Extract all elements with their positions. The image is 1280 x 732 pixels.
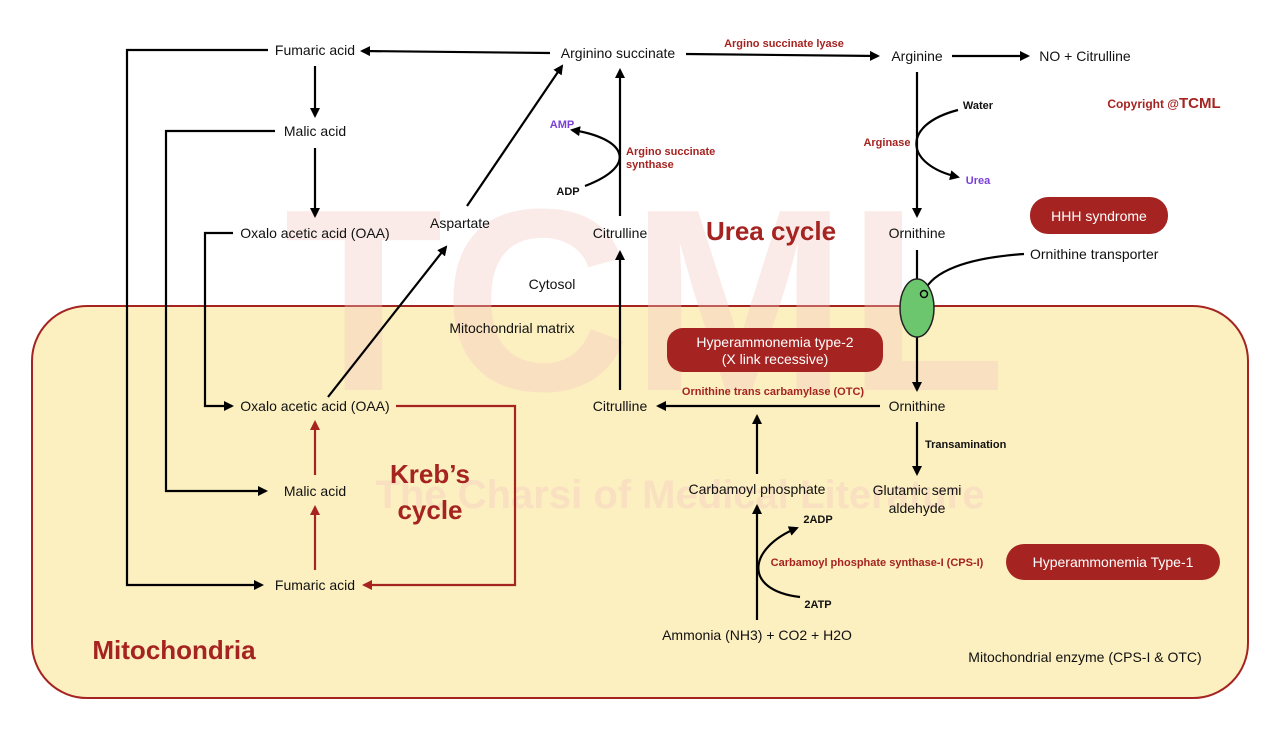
- glutamic-semi: Glutamic semi: [873, 482, 962, 498]
- transamination-label: Transamination: [925, 439, 1007, 451]
- adp-label: ADP: [556, 186, 579, 198]
- fumaric-acid-top: Fumaric acid: [275, 42, 355, 58]
- ammonia: Ammonia (NH3) + CO2 + H2O: [662, 627, 852, 643]
- citrulline-mito: Citrulline: [593, 398, 648, 414]
- svg-text:(X link recessive): (X link recessive): [722, 351, 829, 367]
- hhh-syndrome-badge: HHH syndrome: [1030, 197, 1168, 234]
- aspartate: Aspartate: [430, 215, 490, 231]
- enzyme-note: Mitochondrial enzyme (CPS-I & OTC): [968, 649, 1201, 665]
- amp-label: AMP: [550, 119, 574, 131]
- krebs-cycle-title-2: cycle: [397, 495, 462, 525]
- carbamoyl-phosphate: Carbamoyl phosphate: [689, 481, 826, 497]
- water-label: Water: [963, 100, 994, 112]
- krebs-cycle-title-1: Kreb’s: [390, 459, 470, 489]
- oaa-top: Oxalo acetic acid (OAA): [240, 225, 389, 241]
- arginine: Arginine: [891, 48, 943, 64]
- as-synthase-line2: synthase: [626, 159, 674, 171]
- svg-text:Hyperammonemia Type-1: Hyperammonemia Type-1: [1033, 554, 1194, 570]
- fumaric-acid-bottom: Fumaric acid: [275, 577, 355, 593]
- ornithine-transporter-oval: [899, 278, 935, 338]
- urea-cycle-title: Urea cycle: [706, 216, 836, 246]
- watermark-sub: The Charsi of Medical Literature: [375, 473, 984, 517]
- oaa-bottom: Oxalo acetic acid (OAA): [240, 398, 389, 414]
- svg-text:HHH syndrome: HHH syndrome: [1051, 208, 1147, 224]
- hyperammonemia-type1-badge: Hyperammonemia Type-1: [1006, 544, 1220, 580]
- mitochondrial-matrix-label: Mitochondrial matrix: [449, 320, 574, 336]
- malic-acid-top: Malic acid: [284, 123, 346, 139]
- no-citrulline: NO + Citrulline: [1039, 48, 1131, 64]
- 2atp-label: 2ATP: [804, 599, 831, 611]
- hyperammonemia-type2-badge: Hyperammonemia type-2 (X link recessive): [667, 328, 883, 372]
- cps1: Carbamoyl phosphate synthase-I (CPS-I): [771, 557, 984, 569]
- otc: Ornithine trans carbamylase (OTC): [682, 386, 864, 398]
- copyright: Copyright @TCML: [1107, 95, 1220, 112]
- ornithine-transporter-label: Ornithine transporter: [1030, 246, 1159, 262]
- ornithine-mito: Ornithine: [889, 398, 946, 414]
- svg-text:Hyperammonemia type-2: Hyperammonemia type-2: [696, 334, 853, 350]
- ornithine-cytosol: Ornithine: [889, 225, 946, 241]
- mitochondria-compartment: [31, 305, 1249, 699]
- aldehyde: aldehyde: [889, 500, 946, 516]
- malic-acid-bottom: Malic acid: [284, 483, 346, 499]
- as-lyase: Argino succinate lyase: [724, 38, 844, 50]
- mitochondria-title: Mitochondria: [92, 635, 256, 665]
- urea-label: Urea: [966, 175, 991, 187]
- cytosol-label: Cytosol: [529, 276, 576, 292]
- arginino-succinate: Arginino succinate: [561, 45, 676, 61]
- arginase: Arginase: [863, 137, 910, 149]
- 2adp-label: 2ADP: [803, 514, 832, 526]
- as-synthase-line1: Argino succinate: [626, 146, 715, 158]
- citrulline-cytosol: Citrulline: [593, 225, 648, 241]
